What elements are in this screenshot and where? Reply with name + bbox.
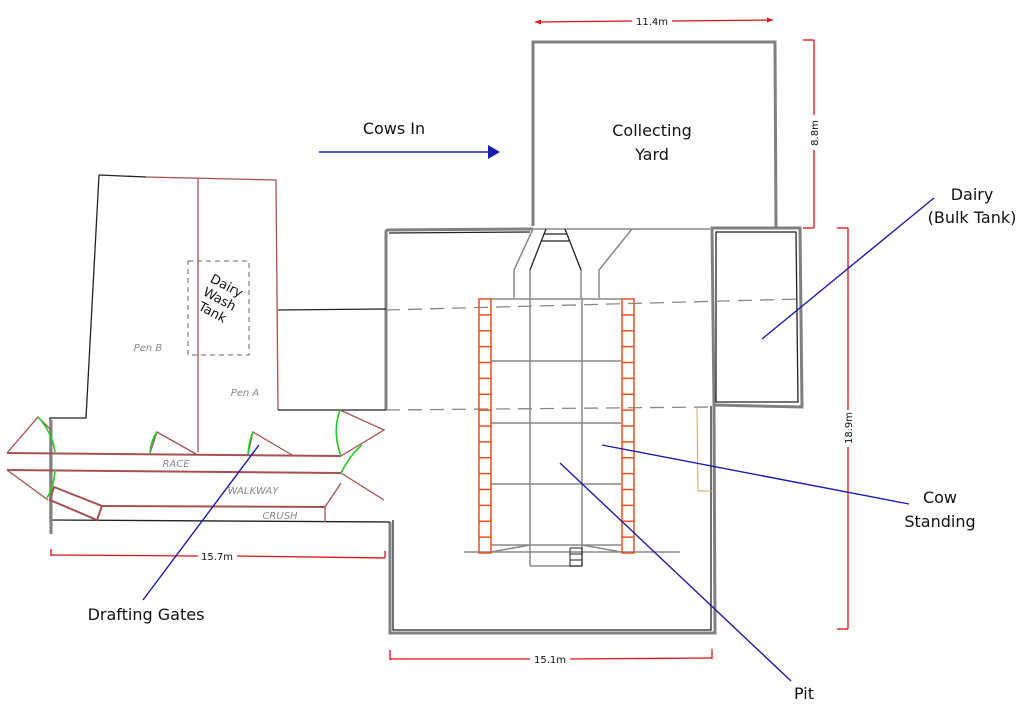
race-rails	[6, 409, 386, 522]
dimension-shed-depth	[837, 227, 849, 630]
dimension-yard-width	[534, 17, 774, 25]
leader-pit	[559, 462, 792, 682]
rotary-pit	[464, 298, 680, 567]
dimension-shed-width-label: 15.1m	[534, 655, 566, 666]
cow-standing-label-1: Cow	[923, 488, 957, 507]
bails-left	[478, 298, 492, 554]
drafting-gates	[37, 409, 363, 499]
leader-cow-standing	[601, 444, 910, 505]
cows-in-arrow-icon	[319, 145, 500, 159]
dimension-race-width-label: 15.7m	[201, 552, 233, 563]
dairy-wash-tank	[187, 260, 250, 356]
bails-right	[621, 298, 635, 554]
collecting-yard	[531, 40, 778, 229]
dimension-shed-depth-label: 18.9m	[844, 412, 855, 444]
pen-b-label: Pen B	[134, 343, 163, 354]
walkway-label: WALKWAY	[228, 486, 280, 497]
cows-in-label: Cows In	[363, 119, 425, 138]
crush-label: CRUSH	[262, 511, 298, 522]
section-line-lower	[385, 406, 715, 411]
dimension-race-width	[50, 549, 386, 559]
entry-funnel	[513, 228, 633, 298]
dairy-label-2: (Bulk Tank)	[928, 208, 1017, 227]
dairy-wash-tank-label: Dairy Wash Tank	[195, 272, 246, 327]
dimension-shed-width	[389, 649, 713, 660]
drafting-gates-label: Drafting Gates	[88, 605, 205, 624]
dimension-yard-depth-label: 8.8m	[810, 120, 821, 146]
race-label: RACE	[162, 459, 190, 470]
dimension-yard-width-label: 11.4m	[636, 17, 668, 28]
collecting-yard-label-2: Yard	[634, 145, 669, 164]
main-shed	[384, 226, 798, 635]
leader-drafting-gates	[142, 444, 260, 601]
dimension-yard-depth	[803, 39, 815, 229]
pit-label: Pit	[794, 684, 814, 703]
section-line-upper	[385, 298, 801, 311]
service-line	[696, 406, 714, 492]
dairy-room	[710, 226, 804, 409]
leader-dairy	[761, 197, 935, 340]
dairy-label-1: Dairy	[951, 185, 994, 204]
cow-standing-label-2: Standing	[904, 512, 975, 531]
collecting-yard-label-1: Collecting	[612, 121, 692, 140]
pen-a-label: Pen A	[231, 388, 260, 399]
